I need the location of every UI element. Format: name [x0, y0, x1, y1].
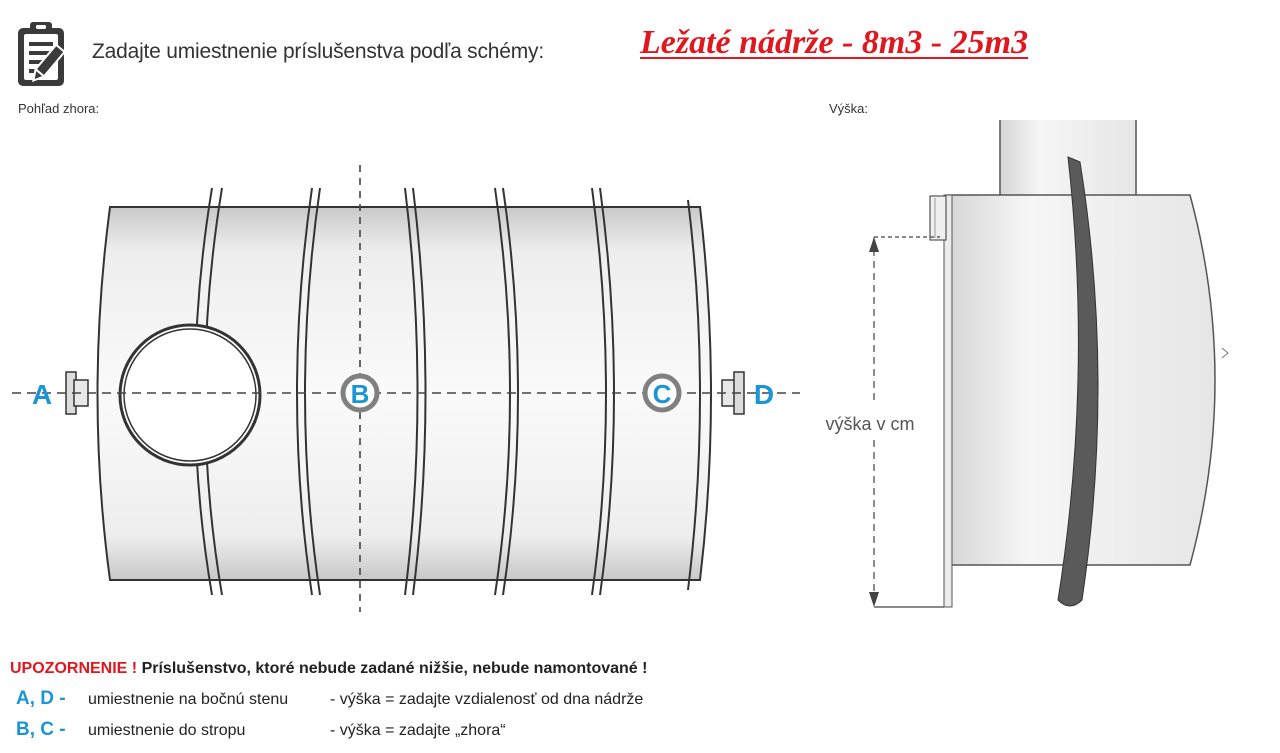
height-dimension-line: [869, 236, 944, 608]
marker-c: C: [653, 379, 672, 409]
warning-title: UPOZORNENIE !: [10, 660, 138, 677]
marker-b: B: [351, 379, 370, 409]
note-key: B, C -: [16, 719, 66, 740]
side-view-tank: [929, 120, 1229, 608]
page-heading: Zadajte umiestnenie príslušenstva podľa …: [92, 40, 544, 63]
tank-range-title: Ležaté nádrže - 8m3 - 25m3: [640, 24, 1029, 61]
marker-b-badge: B: [340, 373, 380, 413]
note-row-ceiling: B, C - umiestnenie do stropu - výška = zad…: [16, 719, 506, 741]
note-key: A, D -: [16, 688, 66, 709]
height-view-label: Výška:: [829, 101, 869, 116]
top-view-label: Pohľad zhora:: [18, 101, 100, 116]
note-height-rule: - výška = zadajte vzdialenosť od dna nád…: [330, 691, 644, 708]
warning-text: Príslušenstvo, ktoré nebude zadané nižši…: [141, 660, 648, 677]
height-dimension-label: výška v cm: [825, 414, 914, 434]
tank-diagram: A B C D výška v cm: [12, 120, 1229, 612]
note-placement: umiestnenie na bočnú stenu: [88, 691, 289, 708]
marker-c-badge: C: [642, 373, 682, 413]
note-height-rule: - výška = zadajte „zhora“: [330, 722, 506, 739]
note-row-side-wall: A, D - umiestnenie na bočnú stenu - výška …: [16, 688, 643, 710]
clipboard-pencil-icon: [14, 18, 84, 92]
top-view-tank: [65, 187, 745, 596]
marker-d: D: [754, 379, 774, 410]
warning-row: UPOZORNENIE ! Príslušenstvo, ktoré nebud…: [10, 660, 647, 678]
marker-a: A: [32, 379, 52, 410]
note-placement: umiestnenie do stropu: [88, 722, 246, 739]
